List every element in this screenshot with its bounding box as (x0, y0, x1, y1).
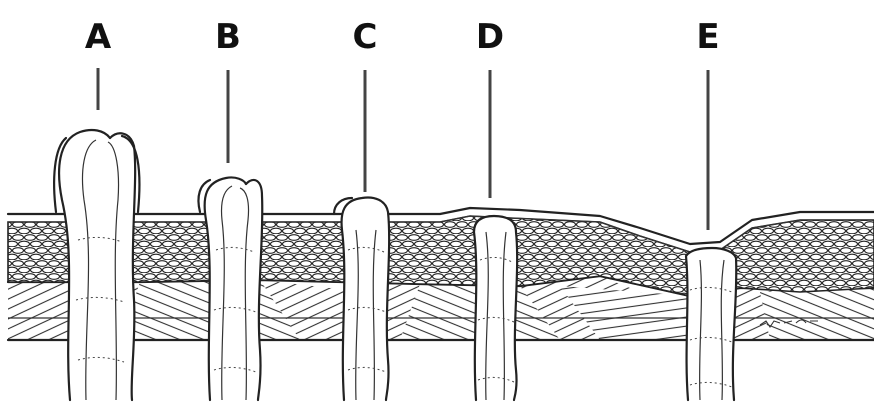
label-d: D (476, 17, 504, 57)
labels: A B C D E (85, 17, 720, 57)
label-b: B (215, 17, 241, 57)
suture-e (686, 248, 736, 400)
label-a: A (85, 17, 112, 57)
label-e: E (696, 17, 719, 57)
label-c: C (353, 17, 378, 57)
tissue-layers (8, 208, 874, 340)
suture-d (474, 216, 517, 400)
leader-lines (98, 68, 708, 230)
